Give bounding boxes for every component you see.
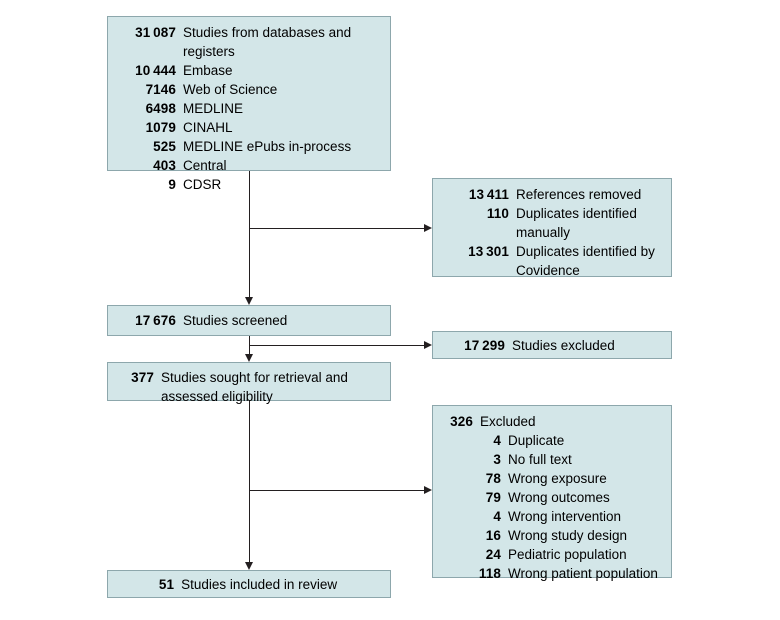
row-item: 16 Wrong study design [439,526,663,545]
count-label: Duplicates identified manually [516,206,637,240]
box-studies-excluded: 17 299 Studies excluded [432,331,672,359]
count-value: 51 [158,577,175,592]
count-value: 13 411 [468,187,509,202]
count-label: Studies sought for retrieval and assesse… [161,370,348,404]
box-content: 377 Studies sought for retrieval and ass… [108,363,390,412]
count-value: 525 [153,139,176,154]
row-header: 326 Excluded [439,412,663,431]
count-label: Wrong patient population [508,566,658,581]
count-label: Studies included in review [181,577,338,592]
connector-line-to-references-removed [250,228,424,229]
count-label: MEDLINE [183,101,244,116]
arrow-head-down-to-screened [245,297,253,305]
row-item: 110 Duplicates identified manually [439,204,663,242]
row-item: 9 CDSR [114,175,382,194]
count-label: CINAHL [183,120,233,135]
box-excluded-full-text: 326 Excluded 4 Duplicate 3 No full text … [432,405,672,581]
count-value: 7146 [145,82,176,97]
arrow-head-down-to-included [245,562,253,570]
count-label: References removed [516,187,642,202]
box-references-removed: 13 411 References removed 110 Duplicates… [432,178,672,278]
count-value: 78 [485,471,501,486]
box-studies-from-databases-and-registers: 31 087 Studies from databases and regist… [107,16,391,192]
count-value: 326 [450,414,473,429]
count-value: 17 676 [135,313,176,328]
row-header: 51 Studies included in review [114,575,382,594]
count-value: 6498 [145,101,176,116]
box-content: 31 087 Studies from databases and regist… [108,17,390,200]
row-header: 31 087 Studies from databases and regist… [114,23,382,61]
count-value: 24 [485,547,501,562]
connector-line-screened-to-sought [249,336,250,354]
count-label: Wrong exposure [508,471,607,486]
count-label: Wrong study design [508,528,628,543]
arrow-head-right-to-studies-excluded [424,340,432,349]
box-content: 13 411 References removed 110 Duplicates… [433,179,671,286]
count-label: Studies screened [183,313,288,328]
count-value: 118 [478,566,501,581]
row-item: 6498 MEDLINE [114,99,382,118]
count-label: Studies from databases and registers [183,25,352,59]
count-value: 110 [486,206,509,221]
arrow-head-right-to-references-removed [424,223,432,232]
row-item: 24 Pediatric population [439,545,663,564]
row-item: 3 No full text [439,450,663,469]
box-studies-included-in-review: 51 Studies included in review [107,570,391,598]
count-value: 377 [131,370,154,385]
connector-line-sought-to-included [249,401,250,562]
count-label: Web of Science [183,82,278,97]
row-header: 13 411 References removed [439,185,663,204]
box-studies-sought-for-retrieval: 377 Studies sought for retrieval and ass… [107,362,391,404]
arrow-head-right-to-excluded-full-text [424,485,432,494]
count-value: 3 [493,452,501,467]
count-value: 13 301 [468,244,509,259]
connector-line-to-excluded-full-text [250,490,424,491]
row-item: 13 301 Duplicates identified by Covidenc… [439,242,663,280]
count-value: 1079 [145,120,176,135]
connector-line-to-studies-excluded [250,345,424,346]
count-label: CDSR [183,177,222,192]
count-value: 17 299 [464,338,505,353]
row-item: 7146 Web of Science [114,80,382,99]
count-label: Pediatric population [508,547,627,562]
count-value: 10 444 [135,63,176,78]
box-content: 51 Studies included in review [108,571,390,600]
row-header: 17 299 Studies excluded [439,336,663,355]
count-label: Embase [183,63,233,78]
row-item: 79 Wrong outcomes [439,488,663,507]
row-item: 525 MEDLINE ePubs in-process [114,137,382,156]
count-label: Duplicate [508,433,565,448]
row-item: 78 Wrong exposure [439,469,663,488]
connector-line-identification-to-screened [249,171,250,297]
row-item: 1079 CINAHL [114,118,382,137]
row-header: 17 676 Studies screened [114,311,382,330]
count-label: Wrong outcomes [508,490,610,505]
count-label: Central [183,158,227,173]
count-value: 31 087 [135,25,176,40]
row-item: 4 Duplicate [439,431,663,450]
count-value: 403 [153,158,176,173]
box-content: 17 299 Studies excluded [433,332,671,361]
count-label: Duplicates identified by Covidence [516,244,655,278]
count-label: Studies excluded [512,338,615,353]
count-value: 9 [168,177,176,192]
box-studies-screened: 17 676 Studies screened [107,305,391,336]
count-value: 16 [485,528,501,543]
box-content: 17 676 Studies screened [108,306,390,336]
row-item: 118 Wrong patient population [439,564,663,583]
row-item: 4 Wrong intervention [439,507,663,526]
row-header: 377 Studies sought for retrieval and ass… [114,368,382,406]
arrow-head-down-to-sought [245,354,253,362]
count-label: Excluded [480,414,536,429]
count-value: 4 [493,433,501,448]
count-value: 4 [493,509,501,524]
row-item: 403 Central [114,156,382,175]
count-label: MEDLINE ePubs in-process [183,139,352,154]
box-content: 326 Excluded 4 Duplicate 3 No full text … [433,406,671,589]
count-value: 79 [485,490,501,505]
count-label: Wrong intervention [508,509,622,524]
row-item: 10 444 Embase [114,61,382,80]
count-label: No full text [508,452,572,467]
